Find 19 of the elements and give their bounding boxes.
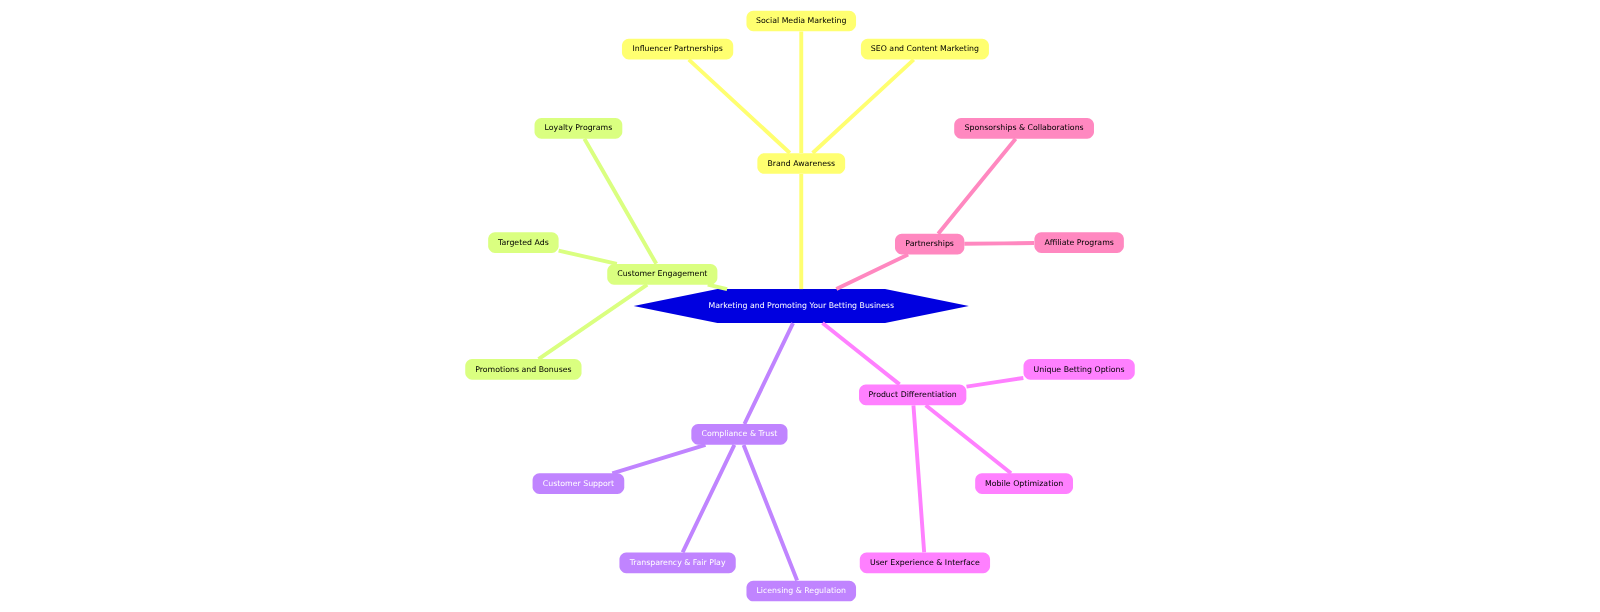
connector [537,283,649,361]
connector [964,241,1035,246]
connector [966,376,1024,389]
connector [687,58,792,155]
connector [611,442,707,476]
connector [811,58,916,155]
connector [680,444,737,554]
connector [742,322,795,425]
connector [741,444,799,582]
connector [835,252,909,291]
connector [707,282,728,291]
connector [558,248,618,266]
connector [936,137,1018,235]
connector [799,173,804,290]
connector [924,403,1013,475]
connector [911,405,927,553]
connector [799,31,804,153]
connector [821,321,901,386]
connector [582,137,658,265]
